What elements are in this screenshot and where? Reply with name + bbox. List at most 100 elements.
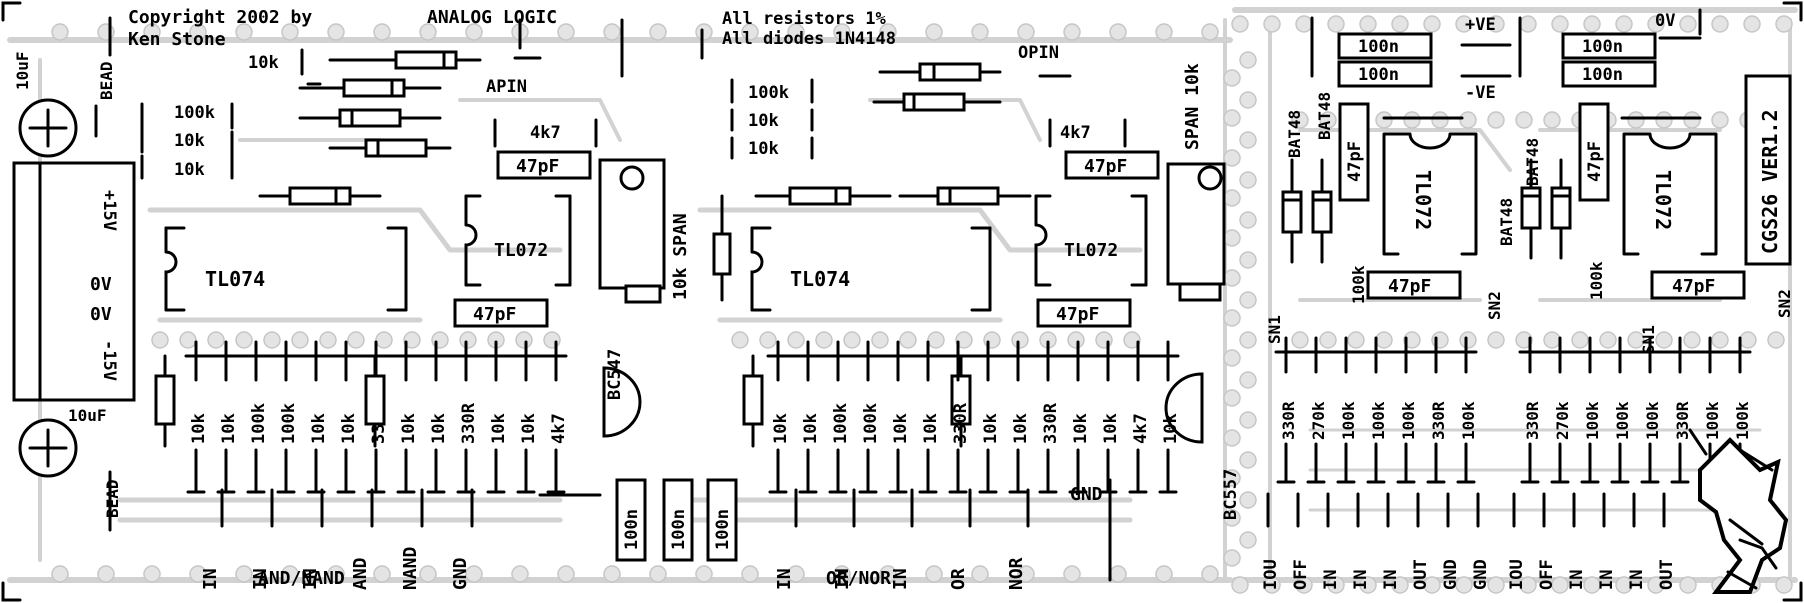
pad bbox=[603, 565, 621, 583]
cap-47p-r2: 47pF bbox=[1388, 276, 1431, 297]
pad bbox=[649, 23, 667, 41]
right-resistor-label: 100k bbox=[1643, 401, 1662, 440]
trimmer-right-label: SPAN 10k bbox=[1182, 63, 1203, 150]
pad bbox=[1223, 509, 1241, 527]
pad bbox=[51, 23, 69, 41]
pad bbox=[1319, 111, 1337, 129]
right-io-label: IN bbox=[1627, 570, 1647, 590]
pad bbox=[1519, 15, 1537, 33]
vert-100k-b: 100k bbox=[1587, 261, 1606, 300]
pad bbox=[1711, 111, 1729, 129]
pad bbox=[1543, 111, 1561, 129]
pad bbox=[731, 331, 749, 349]
pad bbox=[97, 565, 115, 583]
pad bbox=[1319, 331, 1337, 349]
right-io-label: IN bbox=[1381, 570, 1401, 590]
resistor-label: 10k bbox=[891, 413, 911, 444]
pad bbox=[207, 331, 225, 349]
pad bbox=[1599, 331, 1617, 349]
apin-label: APIN bbox=[486, 77, 527, 97]
ic-tl074-right: TL074 bbox=[790, 267, 850, 291]
pad bbox=[1775, 576, 1793, 594]
pad bbox=[1359, 15, 1377, 33]
pad bbox=[1239, 131, 1257, 149]
copyright-line-1: Copyright 2002 by bbox=[128, 7, 312, 28]
res-10k-d: 10k bbox=[748, 139, 779, 159]
pad bbox=[1487, 111, 1505, 129]
pad bbox=[741, 565, 759, 583]
ic-tl074-left: TL074 bbox=[205, 267, 265, 291]
cap-47p-r4: 47pF bbox=[1672, 276, 1715, 297]
pad bbox=[1123, 331, 1141, 349]
pad bbox=[1647, 15, 1665, 33]
res-4k7-a: 4k7 bbox=[530, 123, 561, 143]
pad bbox=[557, 23, 575, 41]
pad bbox=[871, 331, 889, 349]
pad bbox=[741, 23, 759, 41]
io-label: IN bbox=[890, 568, 911, 590]
io-label: IN bbox=[774, 568, 795, 590]
pad bbox=[1583, 576, 1601, 594]
pad bbox=[557, 565, 575, 583]
pad bbox=[1239, 451, 1257, 469]
cap-100n-r3: 100n bbox=[1582, 37, 1623, 57]
pad bbox=[1239, 491, 1257, 509]
right-resistor-label: 330R bbox=[1673, 401, 1692, 440]
cap-top-label: 10uF bbox=[13, 51, 32, 90]
pad bbox=[1359, 576, 1377, 594]
pad bbox=[1739, 331, 1757, 349]
pad bbox=[1291, 331, 1309, 349]
left-top-components: 10k 100k 10k 10k 4k7 100k 10k 10k 4k7 AP… bbox=[140, 18, 1127, 302]
io-label: NOR bbox=[1006, 557, 1027, 590]
right-io-label: IN bbox=[1351, 570, 1371, 590]
note-resistors: All resistors 1% bbox=[722, 9, 887, 29]
res-100k-b: 100k bbox=[748, 83, 789, 103]
res-10k-c: 10k bbox=[748, 111, 779, 131]
right-io-label: IOU bbox=[1507, 559, 1527, 590]
pad bbox=[983, 331, 1001, 349]
power-label-plus15: +15V bbox=[99, 190, 119, 231]
right-resistor-label: 100k bbox=[1583, 401, 1602, 440]
pad bbox=[787, 331, 805, 349]
pad bbox=[925, 23, 943, 41]
right-io-label: OUT bbox=[1657, 559, 1677, 590]
pad bbox=[833, 23, 851, 41]
pad bbox=[1655, 111, 1673, 129]
pad bbox=[319, 331, 337, 349]
cap-47p-4: 47pF bbox=[1056, 304, 1099, 325]
power-label-minus15: -15V bbox=[99, 340, 119, 381]
note-diodes: All diodes 1N4148 bbox=[722, 29, 896, 49]
io-label: IN bbox=[200, 568, 221, 590]
res-10k-b: 10k bbox=[174, 160, 205, 180]
power-connector: +15V 0V 0V -15V 10uF 10uF BEAD BEAD bbox=[12, 16, 136, 532]
pad bbox=[1223, 269, 1241, 287]
right-resistor-label: 100k bbox=[1703, 401, 1722, 440]
pad bbox=[1095, 331, 1113, 349]
cap-100n-r2: 100n bbox=[1358, 65, 1399, 85]
pad bbox=[1391, 576, 1409, 594]
pad bbox=[1431, 111, 1449, 129]
pad bbox=[465, 565, 483, 583]
pad bbox=[1655, 331, 1673, 349]
pad bbox=[927, 331, 945, 349]
pad bbox=[1239, 211, 1257, 229]
pad bbox=[373, 565, 391, 583]
bead-bottom-label: BEAD bbox=[103, 479, 122, 518]
pad bbox=[1391, 15, 1409, 33]
pad bbox=[189, 565, 207, 583]
pad bbox=[1403, 111, 1421, 129]
sn-label-1: SN2 bbox=[1485, 291, 1504, 320]
right-resistor-label: 100k bbox=[1399, 401, 1418, 440]
pad bbox=[1201, 565, 1219, 583]
bat48-1: BAT48 bbox=[1285, 110, 1304, 158]
pad bbox=[189, 23, 207, 41]
caps-100n-bottom: 100n 100n 100n bbox=[538, 478, 1112, 582]
resistor-label: 10k bbox=[219, 413, 239, 444]
pad bbox=[1403, 331, 1421, 349]
right-io-label: GND bbox=[1471, 559, 1491, 590]
pad bbox=[649, 565, 667, 583]
right-io-label: IN bbox=[1321, 570, 1341, 590]
